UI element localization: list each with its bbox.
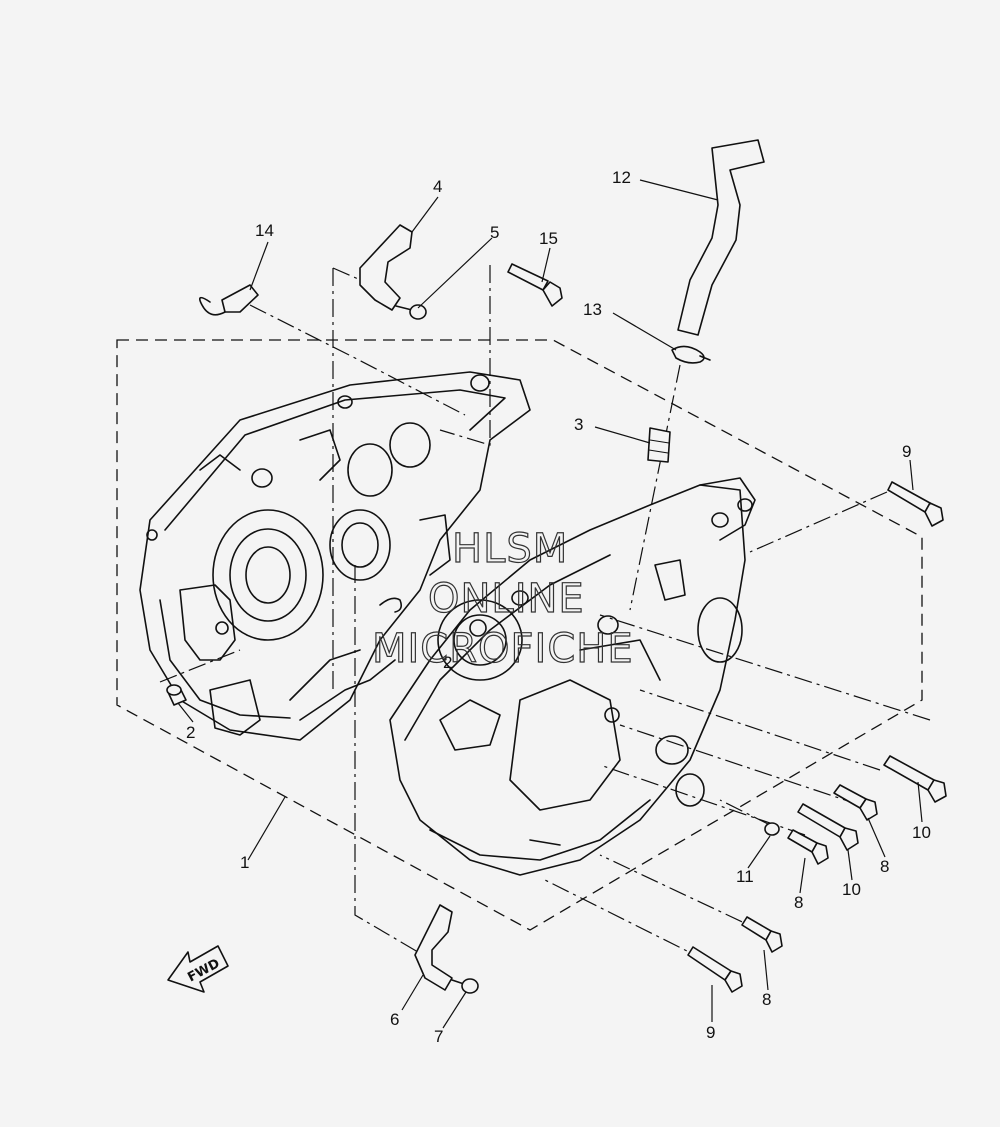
callout-1: 1 (240, 853, 249, 872)
callout-9-lower: 9 (706, 1023, 715, 1042)
plate-part-lower (414, 904, 453, 991)
dowel-pin-left (166, 684, 187, 706)
callout-10-lower: 10 (842, 880, 861, 899)
watermark: HLSM ONLINE MICROFICHE (371, 525, 634, 672)
right-crankcase-half (389, 477, 756, 876)
bolt-part-15 (507, 263, 563, 307)
bolt-part-8-lower (741, 916, 783, 953)
washer-part (764, 822, 780, 836)
callout-2-center: 2 (443, 653, 452, 672)
breather-fitting-part (647, 427, 671, 463)
callout-10-right: 10 (912, 823, 931, 842)
callout-labels: 1 2 2 3 4 5 6 7 8 8 8 9 9 10 10 11 12 13… (186, 168, 931, 1046)
watermark-line-3: MICROFICHE (372, 626, 634, 672)
clamp-part (199, 284, 259, 316)
watermark-line-1: HLSM (452, 526, 568, 572)
bolt-part-8-middle (787, 829, 829, 865)
bolt-part-9-lower (687, 946, 743, 993)
callout-5: 5 (490, 223, 499, 242)
watermark-line-2: ONLINE (428, 576, 585, 622)
bolt-part-9-upper (887, 481, 944, 527)
bolt-part-10-upper (883, 755, 947, 803)
fwd-arrow-icon: FWD (167, 945, 229, 993)
callout-15: 15 (539, 229, 558, 248)
callout-6: 6 (390, 1010, 399, 1029)
callout-8-middle: 8 (794, 893, 803, 912)
callout-7: 7 (434, 1027, 443, 1046)
callout-9-upper: 9 (902, 442, 911, 461)
callout-8-lower: 8 (762, 990, 771, 1009)
left-crankcase-half (139, 371, 531, 741)
screw-part-lower (451, 978, 479, 994)
callout-8-right: 8 (880, 857, 889, 876)
callout-2-left: 2 (186, 723, 195, 742)
callout-12: 12 (612, 168, 631, 187)
callout-11: 11 (736, 867, 754, 886)
bolt-part-10-lower (797, 803, 859, 851)
dowel-pin-center (379, 597, 402, 613)
callout-3: 3 (574, 415, 583, 434)
callout-13: 13 (583, 300, 602, 319)
hose-part (677, 139, 765, 336)
plate-part-upper (359, 224, 413, 311)
callout-4: 4 (433, 177, 442, 196)
leader-lines (177, 179, 923, 1029)
bolt-part-8-right (833, 784, 878, 821)
callout-14: 14 (255, 221, 274, 240)
hose-clip-part (671, 345, 711, 364)
assembly-boundary (116, 339, 923, 931)
screw-part-upper (395, 304, 427, 320)
